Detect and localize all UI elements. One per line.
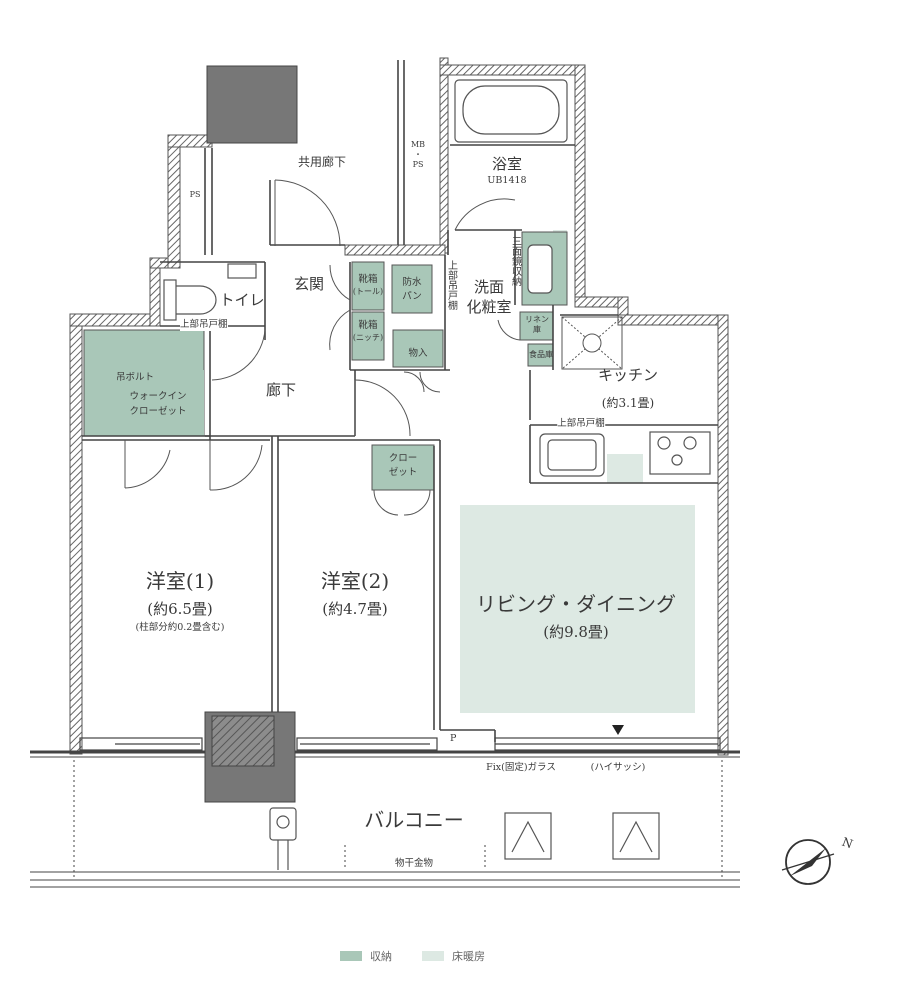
mb-ps-label: PS (412, 160, 424, 169)
sash-marker (612, 725, 624, 735)
kitchen-floor-heating (607, 454, 643, 483)
toilet-shelf-label: 上部吊戸棚 (180, 319, 228, 331)
room1-note-label: (柱部分約0.2畳含む) (135, 622, 225, 633)
shoebox-tall-sub-label: (トール) (352, 287, 384, 296)
linen-storage (519, 311, 554, 341)
linen-label: リネン (525, 315, 549, 324)
monohoshi-label: 物干金物 (394, 858, 434, 869)
door-swings (124, 179, 521, 516)
high-sash-label: (ハイサッシ) (590, 762, 646, 773)
shoebox-tall (351, 261, 385, 311)
balcony-edge (30, 750, 740, 888)
room1-label: 洋室(1) (145, 569, 215, 593)
common-corridor-label: 共用廊下 (297, 155, 347, 169)
legend-storage-label: 収納 (370, 950, 392, 963)
balcony-label: バルコニー (364, 808, 464, 832)
fixtures (527, 244, 711, 477)
living-label: リビング・ダイニング (476, 592, 676, 616)
floor-heating-zones (460, 230, 695, 713)
wic-label-1: ウォークイン (129, 391, 187, 402)
legend-floor-heating-label: 床暖房 (452, 950, 485, 963)
living-floor-heating (460, 505, 695, 713)
shoebox-niche-sub-label: (ニッチ) (352, 333, 384, 342)
senmen-label: 洗面 (473, 278, 505, 296)
kitchen-shelf-label: 上部吊戸棚 (557, 418, 605, 430)
exterior-walls (69, 57, 729, 756)
balcony-items (269, 807, 660, 870)
ps-label: PS (189, 190, 201, 199)
fix-glass-label: Fix(固定)ガラス (486, 762, 556, 773)
room2-size-label: (約4.7畳) (322, 600, 388, 618)
legend-floor-heating-swatch (422, 951, 444, 961)
toilet-fixture (163, 263, 257, 321)
mb-dot-label: ・ (414, 150, 422, 159)
monoire-label: 物入 (408, 348, 428, 359)
bathtub (454, 79, 568, 143)
closet-storage (371, 444, 435, 491)
columns (204, 65, 298, 803)
p-mark-label: P (450, 733, 457, 744)
living-size-label: (約9.8畳) (543, 623, 609, 641)
kitchen-label: キッチン (597, 366, 659, 384)
upper-shelf-vertical-label: 上部吊戸棚 (445, 260, 457, 310)
genkan-label: 玄関 (293, 275, 325, 293)
room2-label: 洋室(2) (320, 569, 390, 593)
window-wall-strip (79, 737, 721, 751)
top-dark-box (206, 65, 298, 144)
kitchen-size-label: (約3.1畳) (601, 396, 655, 410)
legend: 収納 床暖房 (340, 948, 485, 964)
room1-size-label: (約6.5畳) (147, 600, 213, 618)
shoebox-tall-label: 靴箱 (358, 274, 378, 285)
monoire-storage (392, 329, 444, 368)
food-storage-label: 食品庫 (529, 350, 553, 359)
closet-label-1: クロー (388, 453, 418, 464)
wic-label-2: クローゼット (129, 406, 187, 417)
legend-storage-swatch (340, 951, 362, 961)
senmen-2-label: 化粧室 (466, 298, 512, 316)
toilet-label: トイレ (219, 291, 265, 309)
bousui-label: 防水 (402, 277, 422, 288)
mirror-storage-label: 三面鏡収納 (509, 236, 521, 286)
outdoor-unit-inner (211, 715, 275, 767)
compass-icon (781, 839, 835, 885)
mb-label: MB (410, 140, 426, 149)
hallway-label: 廊下 (265, 381, 297, 399)
hanger-bolt-label: 吊ボルト (116, 372, 155, 383)
bath-type-label: UB1418 (487, 175, 527, 186)
bousui-pan (391, 264, 433, 314)
shoebox-niche (351, 311, 385, 361)
fridge-space (561, 316, 623, 370)
shoebox-niche-label: 靴箱 (358, 320, 378, 331)
closet-label-2: ゼット (388, 467, 418, 478)
bousui-pan-label: パン (402, 291, 422, 302)
linen-2-label: 庫 (533, 325, 541, 334)
wic-inner-white (118, 370, 204, 436)
bath-label: 浴室 (491, 155, 523, 173)
